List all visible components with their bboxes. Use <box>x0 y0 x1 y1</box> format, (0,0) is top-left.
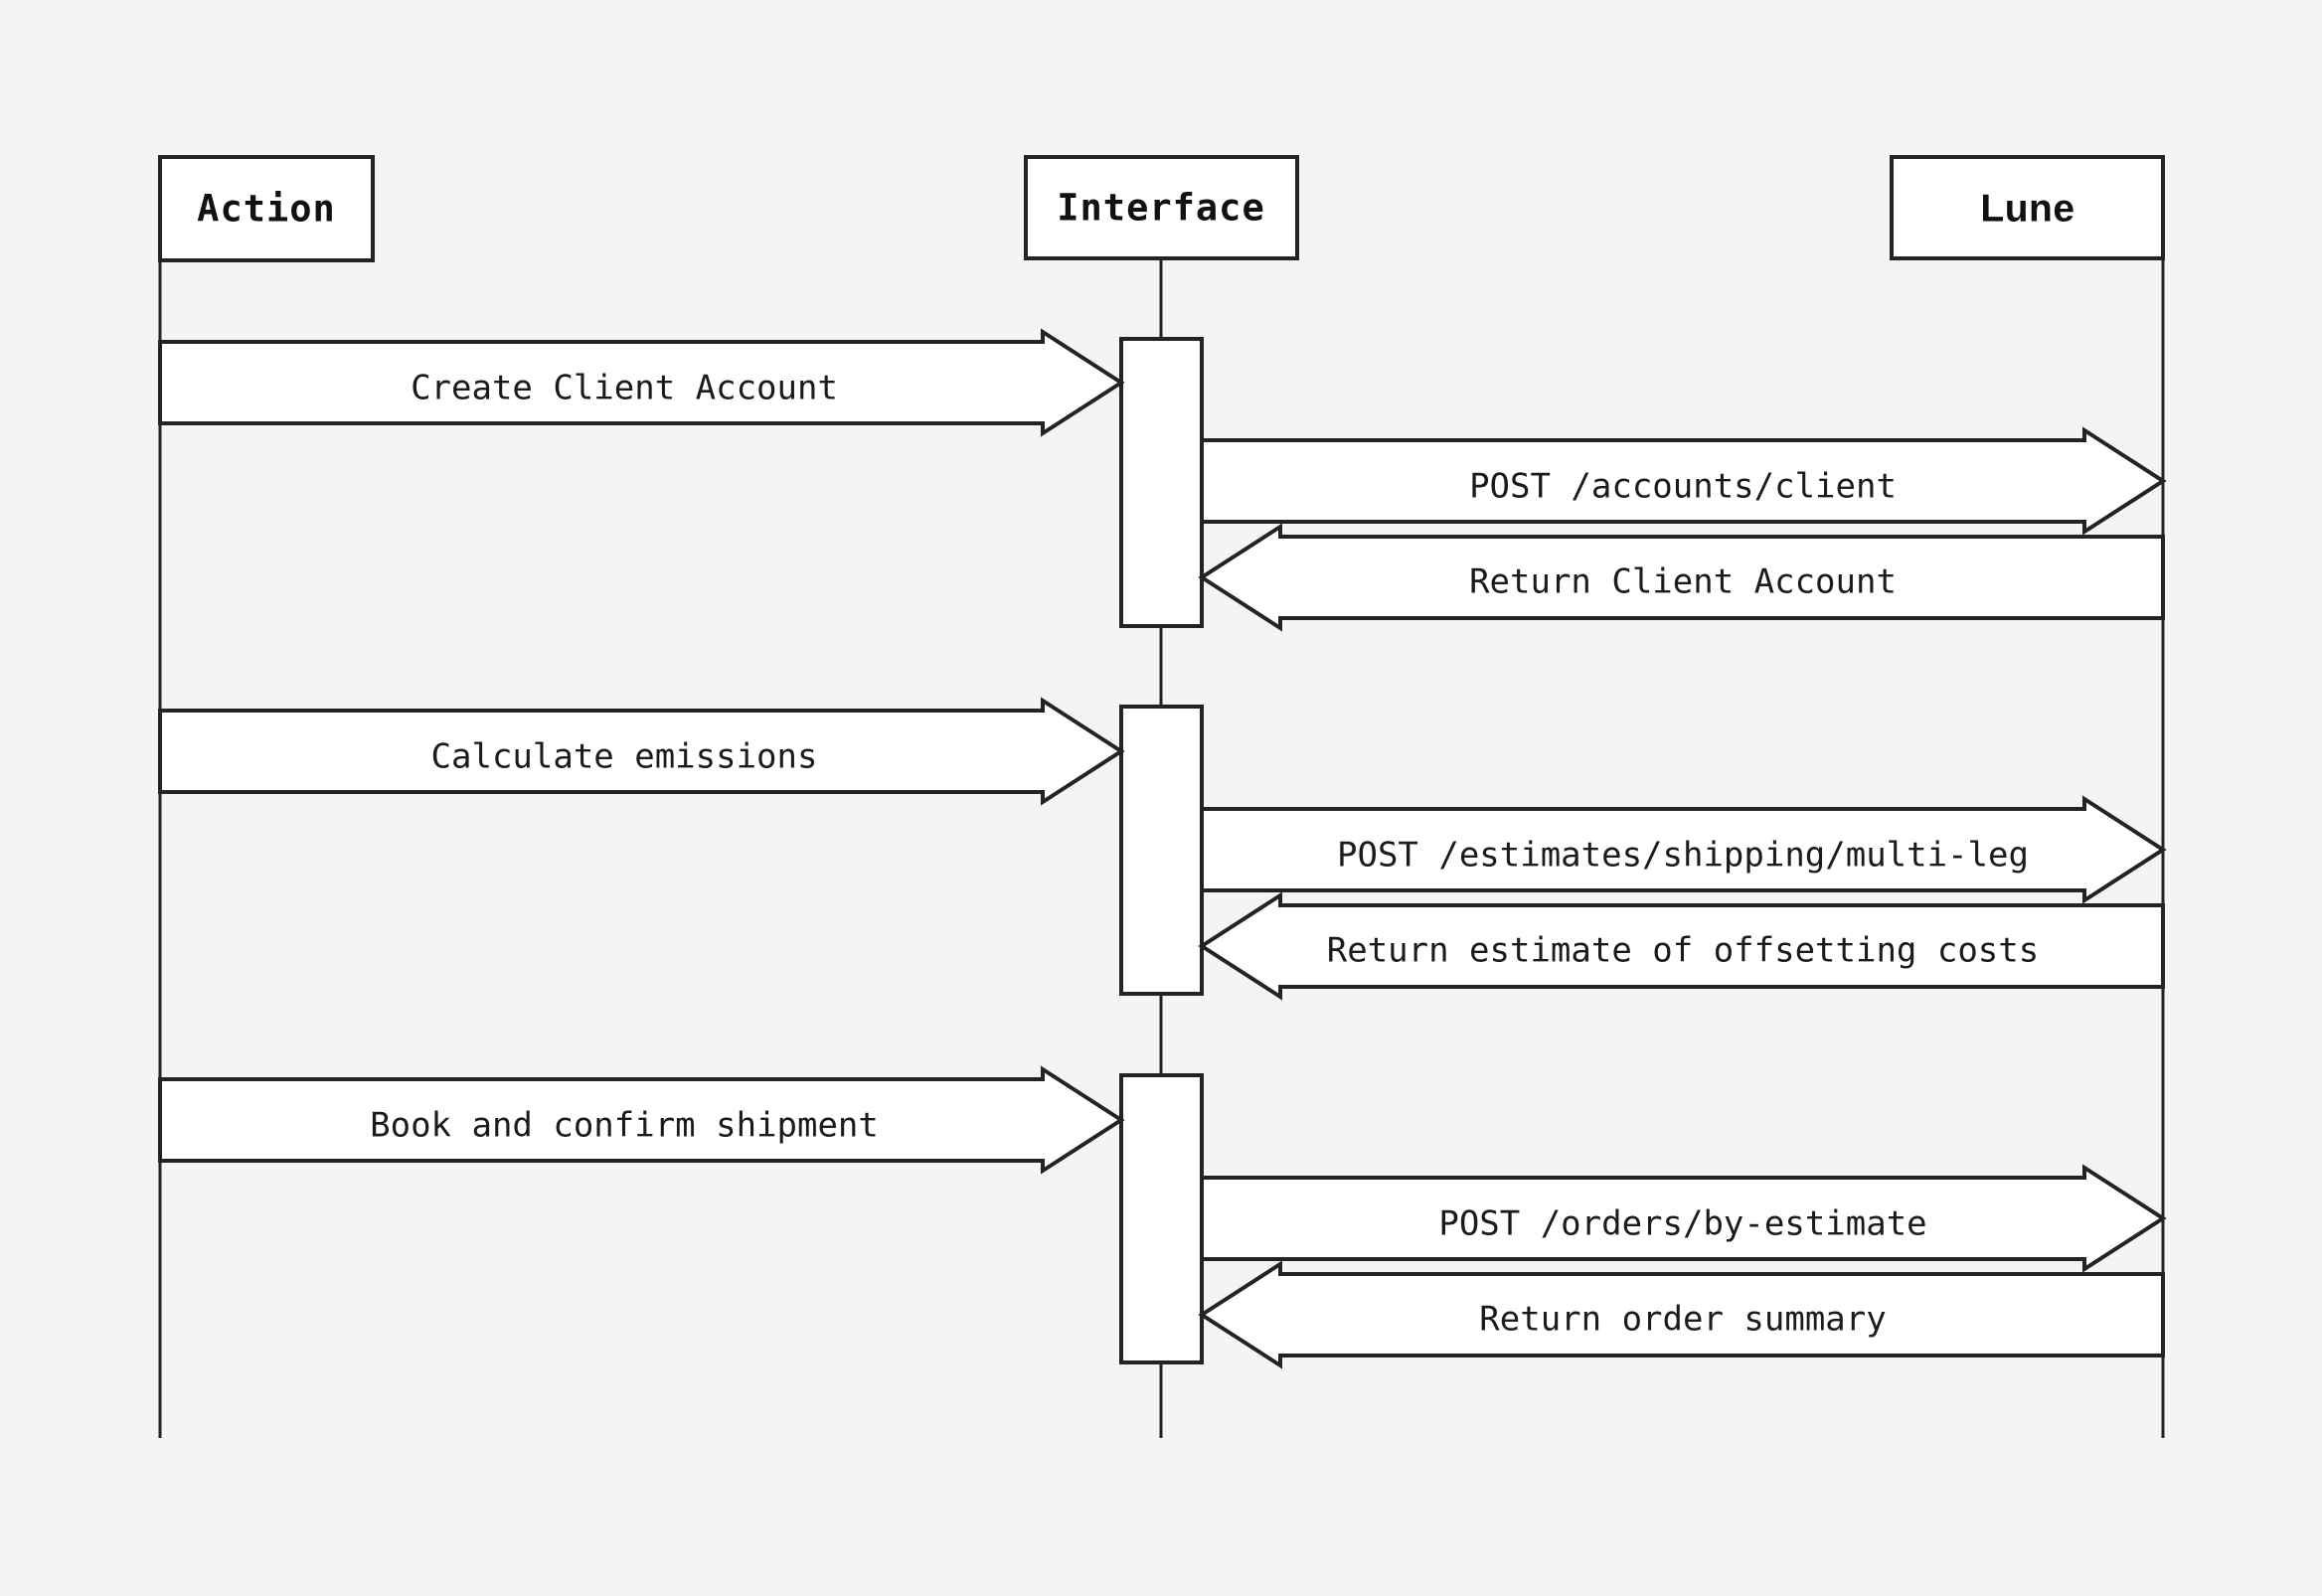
message-arrow-0 <box>158 328 1125 437</box>
message-arrow-3 <box>158 697 1125 806</box>
message-arrow-2 <box>1198 523 2165 632</box>
message-label-0: Create Client Account <box>411 369 838 408</box>
participant-header-lune[interactable]: Lune <box>1890 155 2165 260</box>
message-label-8: Return order summary <box>1479 1300 1886 1340</box>
message-label-4: POST /estimates/shipping/multi-leg <box>1337 836 2029 876</box>
message-6[interactable]: Book and confirm shipment <box>158 1065 1125 1175</box>
message-0[interactable]: Create Client Account <box>158 328 1125 437</box>
message-8[interactable]: Return order summary <box>1198 1260 2165 1369</box>
participant-box-action <box>158 155 375 262</box>
message-arrow-5 <box>1198 891 2165 1001</box>
message-label-5: Return estimate of offsetting costs <box>1327 931 2039 971</box>
message-label-3: Calculate emissions <box>431 737 818 777</box>
message-5[interactable]: Return estimate of offsetting costs <box>1198 891 2165 1001</box>
activation-boxes <box>1119 337 1204 1364</box>
message-arrow-1 <box>1200 426 2167 536</box>
participant-box-interface <box>1024 155 1299 260</box>
participant-label-action: Action <box>197 188 336 231</box>
message-arrow-7 <box>1200 1164 2167 1273</box>
message-label-6: Book and confirm shipment <box>370 1106 879 1146</box>
participant-header-interface[interactable]: Interface <box>1024 155 1299 260</box>
message-7[interactable]: POST /orders/by-estimate <box>1200 1164 2167 1273</box>
participant-label-interface: Interface <box>1057 187 1264 230</box>
message-label-1: POST /accounts/client <box>1469 467 1897 507</box>
message-4[interactable]: POST /estimates/shipping/multi-leg <box>1200 795 2167 904</box>
message-label-7: POST /orders/by-estimate <box>1438 1204 1926 1244</box>
message-arrow-8 <box>1198 1260 2165 1369</box>
participant-header-action[interactable]: Action <box>158 155 375 262</box>
message-3[interactable]: Calculate emissions <box>158 697 1125 806</box>
message-1[interactable]: POST /accounts/client <box>1200 426 2167 536</box>
activation-box-1 <box>1119 337 1204 628</box>
message-arrow-6 <box>158 1065 1125 1175</box>
participant-label-lune: Lune <box>1980 187 2074 230</box>
message-2[interactable]: Return Client Account <box>1198 523 2165 632</box>
activation-box-2 <box>1119 705 1204 996</box>
message-arrow-4 <box>1200 795 2167 904</box>
message-label-2: Return Client Account <box>1469 562 1897 602</box>
participant-box-lune <box>1890 155 2165 260</box>
activation-box-3 <box>1119 1073 1204 1364</box>
